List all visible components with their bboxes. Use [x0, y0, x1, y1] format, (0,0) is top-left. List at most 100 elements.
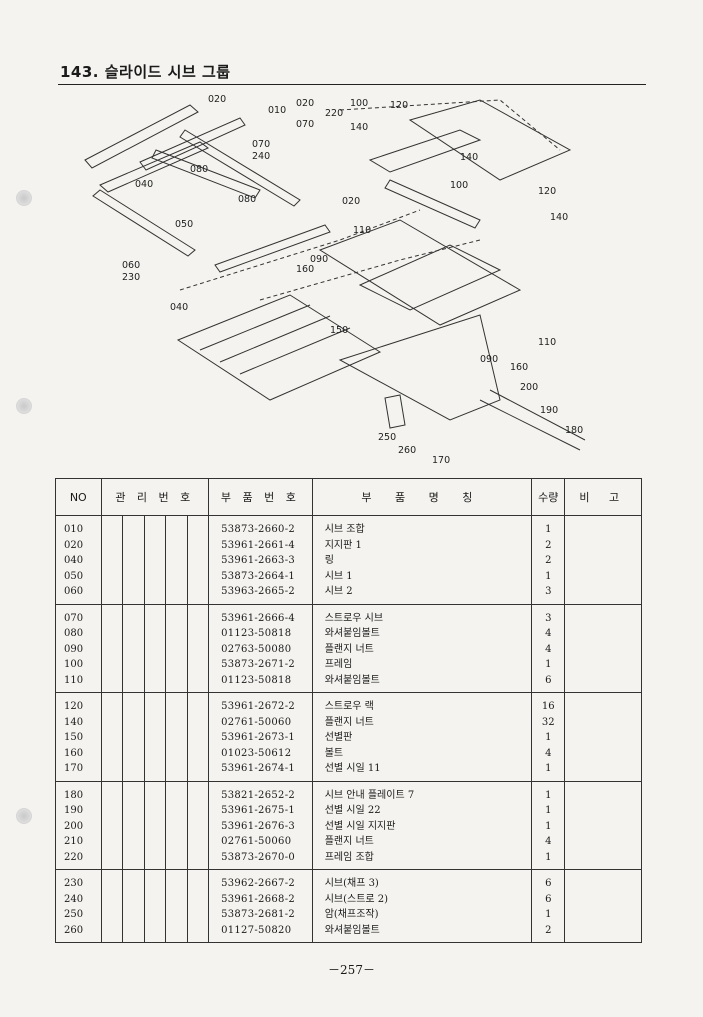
cell-quantity-value: 2	[545, 539, 552, 551]
header-quantity: 수량	[531, 478, 566, 516]
rod-shape	[489, 389, 586, 441]
header-part-no: 부 품 번 호	[208, 478, 313, 516]
cell-part-name-value: 링	[324, 555, 334, 566]
cell-part-name-value: 선별 시일 22	[324, 805, 381, 816]
cell-quantity-value: 1	[545, 820, 552, 832]
cell-quantity-value: 4	[545, 643, 552, 655]
cell-no-value: 220	[64, 851, 84, 863]
cell-quantity-value: 1	[545, 805, 552, 816]
cell-part-no-value: 53961-2673-1	[221, 732, 296, 743]
cell-part-name-value: 플랜지 너트	[324, 716, 374, 728]
cell-management-no	[100, 869, 124, 943]
sieve-pan-shape	[176, 294, 382, 401]
callout-100: 100	[350, 98, 368, 109]
cell-part-no-value: 53961-2663-3	[221, 555, 296, 566]
cell-no-value: 010	[64, 524, 84, 535]
callout-100: 100	[450, 180, 468, 191]
callout-200: 200	[520, 382, 538, 393]
cell-part-no-value: 53963-2665-2	[221, 586, 296, 597]
cell-management-no	[143, 604, 167, 693]
cell-remarks	[564, 781, 642, 870]
callout-170: 170	[432, 455, 450, 466]
bracket-shape	[384, 394, 406, 429]
sieve-pan-rib	[219, 315, 331, 363]
callout-140: 140	[460, 152, 478, 163]
straw-rack-shape	[408, 99, 572, 181]
cell-quantity-value: 16	[541, 701, 555, 712]
cell-management-no	[143, 515, 167, 605]
callout-050: 050	[175, 219, 193, 230]
cell-part-name-value: 플랜지 너트	[324, 836, 374, 847]
cell-part-name-value: 프레임 조합	[324, 851, 374, 863]
cell-remarks	[564, 515, 642, 605]
cell-no-value: 240	[64, 893, 84, 905]
cell-quantity-value: 1	[545, 659, 552, 670]
cell-quantity-value: 1	[545, 789, 552, 801]
cell-quantity-value: 6	[545, 878, 552, 889]
cell-part-no-value: 53821-2652-2	[221, 789, 296, 801]
callout-190: 190	[540, 405, 558, 416]
cell-part-no-value: 53961-2666-4	[221, 612, 296, 624]
sieve-pan-rib	[239, 327, 351, 375]
callout-240: 240	[252, 151, 270, 162]
cell-management-no	[186, 781, 210, 870]
cell-quantity-value: 1	[545, 524, 552, 535]
cell-part-name-value: 시브(채프 3)	[324, 878, 379, 889]
cell-part-name-value: 암(채프조작)	[324, 909, 379, 920]
callout-160: 160	[296, 264, 314, 275]
cell-management-no	[186, 692, 210, 782]
assembly-line	[179, 209, 421, 291]
cell-part-name-value: 시브 2	[324, 586, 353, 597]
cell-part-name: 시브(채프 3)시브(스트로 2)암(채프조작)와셔붙임볼트	[311, 869, 533, 943]
binder-hole	[16, 808, 32, 824]
sieve-rail-shape	[151, 149, 261, 199]
frame-shape	[358, 244, 502, 311]
cell-part-no-value: 53961-2674-1	[221, 763, 296, 774]
cell-quantity-value: 6	[545, 674, 552, 686]
cell-management-no	[122, 781, 145, 870]
cell-no-value: 070	[64, 612, 84, 624]
cell-part-name-value: 선별 시일 11	[324, 763, 381, 774]
callout-110: 110	[353, 225, 371, 236]
cell-part-name-value: 플랜지 너트	[324, 643, 374, 655]
sieve-rail-shape	[139, 117, 246, 171]
callout-070: 070	[252, 139, 270, 150]
cell-management-no	[100, 692, 124, 782]
cell-part-name-value: 선별 시일 지지판	[324, 820, 396, 832]
cell-part-name-value: 스트로우 랙	[324, 701, 374, 712]
exploded-parts-diagram: 020 010 020 070 220 100 140 120 070 240 …	[84, 94, 586, 466]
cell-quantity-value: 1	[545, 570, 552, 582]
callout-140: 140	[550, 212, 568, 223]
cell-part-name-value: 볼트	[324, 747, 344, 759]
cell-no-value: 190	[64, 805, 84, 816]
cell-part-no-value: 53961-2668-2	[221, 893, 296, 905]
cell-no-value: 090	[64, 643, 84, 655]
cell-part-name-value: 와셔붙임볼트	[324, 674, 380, 686]
sieve-rail-shape	[179, 129, 301, 207]
cell-part-no-value: 53873-2664-1	[221, 570, 296, 582]
callout-020: 020	[208, 94, 226, 105]
straw-rack-shape	[368, 129, 482, 173]
cell-no-value: 260	[64, 924, 84, 936]
cell-quantity-value: 3	[545, 586, 552, 597]
cell-no-value: 020	[64, 539, 84, 551]
cell-part-name-value: 지지판 1	[324, 539, 362, 551]
sieve-rail-shape	[84, 104, 199, 169]
straw-rack-shape	[384, 179, 481, 229]
cell-management-no	[143, 869, 167, 943]
table-header-row: NO 관 리 번 호 부 품 번 호 부 품 명 칭 수량 비 고	[55, 478, 642, 516]
callout-010: 010	[268, 105, 286, 116]
